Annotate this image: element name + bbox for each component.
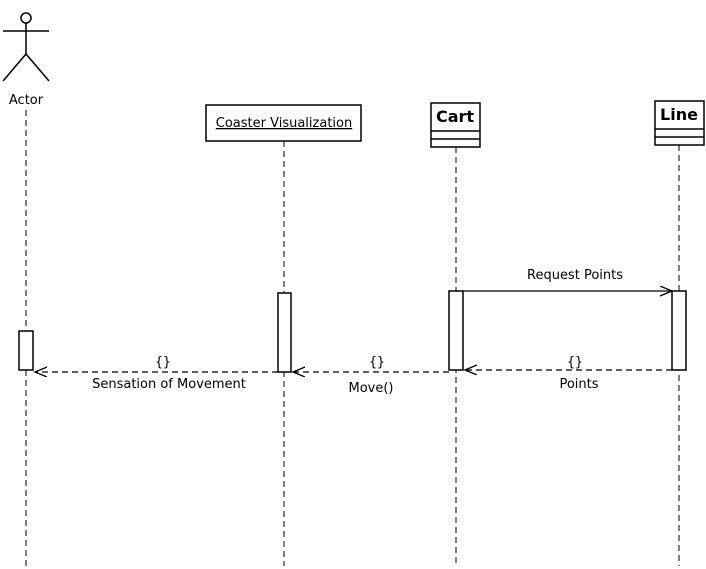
message-request-points[interactable]: Request Points — [463, 268, 672, 291]
activation-bar-coaster-visualization — [277, 292, 292, 373]
participant-actor[interactable]: Actor — [2, 12, 50, 108]
participant-label-cart: Cart — [436, 107, 474, 126]
message-label-move: Move() — [348, 381, 393, 396]
activation-bar-line — [671, 290, 687, 371]
participant-cart[interactable]: Cart — [430, 102, 481, 148]
participant-label-line: Line — [660, 105, 698, 124]
activation-bar-actor — [18, 330, 34, 371]
message-guard-move: {} — [369, 355, 385, 370]
message-label-sensation-of-movement: Sensation of Movement — [92, 377, 246, 392]
participant-label-actor: Actor — [9, 93, 44, 108]
message-guard-points: {} — [567, 355, 583, 370]
participant-line[interactable]: Line — [654, 100, 705, 146]
message-label-points: Points — [559, 377, 598, 392]
message-guard-sensation-of-movement: {} — [155, 355, 171, 370]
participant-box-coaster-visualization — [205, 104, 362, 142]
message-label-request-points: Request Points — [527, 268, 623, 283]
message-move[interactable]: {} Move() — [293, 355, 449, 396]
message-sensation-of-movement[interactable]: {} Sensation of Movement — [35, 355, 278, 392]
actor-stick-figure-icon — [2, 12, 50, 82]
participant-coaster-visualization[interactable]: Coaster Visualization — [205, 104, 362, 142]
activation-bar-cart — [448, 290, 464, 371]
message-points[interactable]: {} Points — [465, 355, 672, 392]
participant-label-coaster-visualization: Coaster Visualization — [216, 116, 352, 131]
